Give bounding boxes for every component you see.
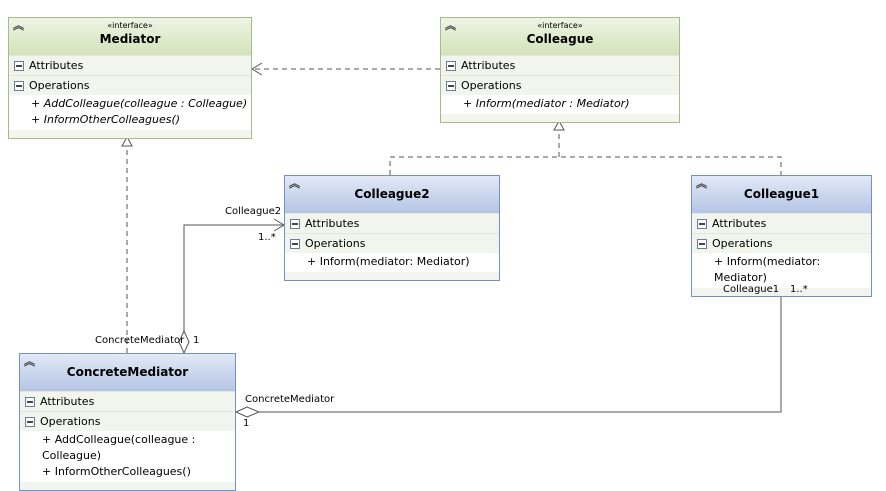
operations-label: Operations bbox=[461, 79, 522, 92]
operations-compartment[interactable]: Operations bbox=[9, 75, 251, 95]
operations-label: Operations bbox=[305, 237, 366, 250]
class-header: ︽ «interface» Mediator bbox=[9, 18, 251, 55]
operations-compartment[interactable]: Operations bbox=[20, 411, 235, 431]
class-box-colleague1[interactable]: ︽ Colleague1 Attributes Operations + Info… bbox=[691, 175, 872, 297]
operation[interactable]: + AddColleague(colleague : Colleague) bbox=[42, 433, 196, 462]
association-concretemediator-colleague1 bbox=[259, 277, 782, 413]
realization-colleagues-colleague bbox=[389, 130, 782, 175]
collapse-minus-icon[interactable] bbox=[697, 238, 707, 249]
class-name: Colleague2 bbox=[354, 187, 430, 201]
collapse-minus-icon[interactable] bbox=[697, 218, 707, 229]
operations-compartment[interactable]: Operations bbox=[441, 75, 679, 95]
assoc2-target-role: Colleague1 bbox=[723, 284, 780, 295]
aggregation-diamond bbox=[234, 406, 261, 418]
attributes-label: Attributes bbox=[29, 59, 84, 72]
arrowhead-open bbox=[251, 62, 263, 76]
operations-list: + AddColleague(colleague : Colleague) + I… bbox=[20, 431, 235, 482]
attributes-label: Attributes bbox=[305, 217, 360, 230]
assoc1-source-role: ConcreteMediator bbox=[95, 335, 185, 346]
assoc1-target-role: Colleague2 bbox=[225, 206, 282, 217]
operations-label: Operations bbox=[40, 415, 101, 428]
class-name: Colleague bbox=[526, 32, 594, 46]
class-header: ︽ ConcreteMediator bbox=[20, 354, 235, 391]
operation[interactable]: + Inform(mediator: Mediator) bbox=[714, 255, 821, 284]
collapse-minus-icon[interactable] bbox=[290, 218, 300, 229]
triangle-head bbox=[121, 135, 133, 147]
operation[interactable]: + Inform(mediator : Mediator) bbox=[463, 97, 630, 110]
class-footer bbox=[285, 272, 499, 280]
collapse-minus-icon[interactable] bbox=[14, 60, 24, 71]
collapse-minus-icon[interactable] bbox=[14, 80, 24, 91]
attributes-compartment[interactable]: Attributes bbox=[441, 55, 679, 75]
operations-label: Operations bbox=[712, 237, 773, 250]
class-box-colleague2[interactable]: ︽ Colleague2 Attributes Operations + Info… bbox=[284, 175, 500, 281]
operations-label: Operations bbox=[29, 79, 90, 92]
collapse-minus-icon[interactable] bbox=[446, 60, 456, 71]
class-header: ︽ Colleague2 bbox=[285, 176, 499, 213]
attributes-label: Attributes bbox=[712, 217, 767, 230]
stereotype: «interface» bbox=[537, 21, 583, 30]
operation[interactable]: + InformOtherColleagues() bbox=[31, 113, 181, 126]
collapse-minus-icon[interactable] bbox=[290, 238, 300, 249]
class-box-mediator[interactable]: ︽ «interface» Mediator Attributes Operatio… bbox=[8, 17, 252, 139]
operation[interactable]: + AddColleague(colleague : Colleague) bbox=[31, 97, 248, 110]
operations-list: + Inform(mediator: Mediator) bbox=[692, 253, 871, 288]
operation[interactable]: + InformOtherColleagues() bbox=[42, 465, 191, 478]
operations-list: + Inform(mediator : Mediator) bbox=[441, 95, 679, 114]
class-name: Colleague1 bbox=[743, 187, 820, 201]
attributes-compartment[interactable]: Attributes bbox=[9, 55, 251, 75]
association-concretemediator-colleague2 bbox=[183, 224, 284, 331]
class-footer bbox=[20, 482, 235, 490]
stereotype: «interface» bbox=[107, 21, 153, 30]
triangle-head bbox=[553, 119, 565, 131]
collapse-chevron-icon[interactable]: ︽ bbox=[445, 19, 456, 32]
attributes-label: Attributes bbox=[40, 395, 95, 408]
collapse-chevron-icon[interactable]: ︽ bbox=[696, 177, 707, 190]
collapse-chevron-icon[interactable]: ︽ bbox=[289, 177, 300, 190]
class-header: ︽ «interface» Colleague bbox=[441, 18, 679, 55]
class-box-concretemediator[interactable]: ︽ConcreteMediator Attributes Operations … bbox=[19, 353, 236, 491]
class-header: ︽ Colleague1 bbox=[692, 176, 871, 213]
operations-compartment[interactable]: Operations bbox=[285, 233, 499, 253]
collapse-chevron-icon[interactable]: ︽ bbox=[13, 19, 24, 32]
assoc2-source-mult: 1 bbox=[243, 418, 250, 429]
class-name: ConcreteMediator bbox=[66, 365, 189, 379]
operations-compartment[interactable]: Operations bbox=[692, 233, 871, 253]
collapse-chevron-icon[interactable]: ︽ bbox=[24, 355, 35, 368]
class-box-colleague[interactable]: ︽ «interface» Colleague Attributes Operati… bbox=[440, 17, 680, 123]
assoc2-source-role: ConcreteMediator bbox=[245, 394, 335, 405]
class-footer bbox=[441, 114, 679, 122]
class-footer bbox=[9, 130, 251, 138]
class-name: Mediator bbox=[99, 32, 161, 46]
attributes-label: Attributes bbox=[461, 59, 516, 72]
assoc1-target-mult: 1..* bbox=[258, 232, 276, 243]
attributes-compartment[interactable]: Attributes bbox=[20, 391, 235, 411]
operations-list: + Inform(mediator: Mediator) bbox=[285, 253, 499, 272]
collapse-minus-icon[interactable] bbox=[25, 416, 35, 427]
attributes-compartment[interactable]: Attributes bbox=[285, 213, 499, 233]
collapse-minus-icon[interactable] bbox=[25, 396, 35, 407]
operations-list: + AddColleague(colleague : Colleague) + I… bbox=[9, 95, 251, 130]
operation[interactable]: + Inform(mediator: Mediator) bbox=[307, 255, 470, 268]
attributes-compartment[interactable]: Attributes bbox=[692, 213, 871, 233]
assoc2-target-mult: 1..* bbox=[790, 284, 808, 295]
collapse-minus-icon[interactable] bbox=[446, 80, 456, 91]
class-footer bbox=[692, 288, 871, 296]
assoc1-source-mult: 1 bbox=[193, 335, 200, 346]
